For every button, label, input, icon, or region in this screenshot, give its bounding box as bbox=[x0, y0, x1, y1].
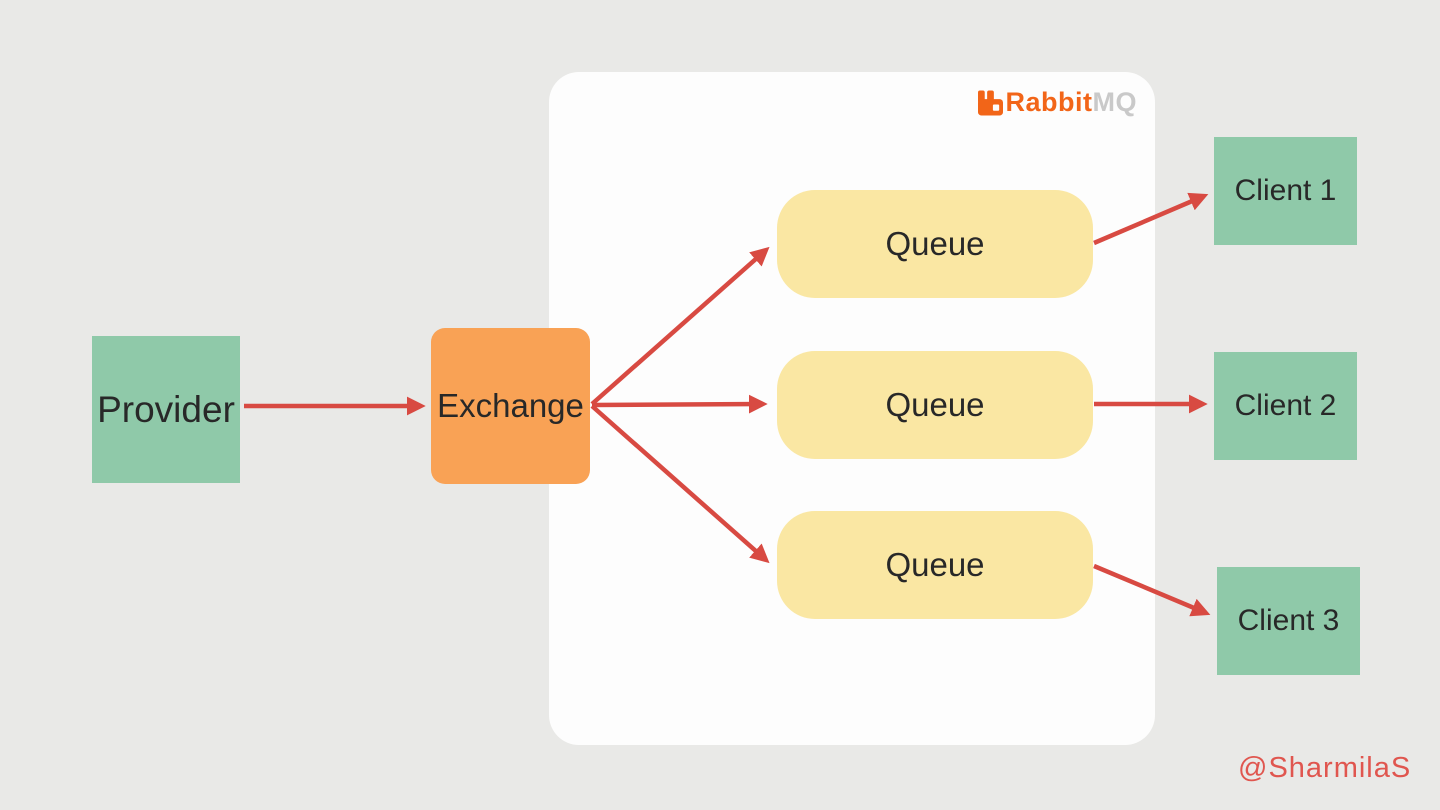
node-queue-1: Queue bbox=[777, 190, 1093, 298]
node-exchange-label: Exchange bbox=[437, 387, 584, 424]
node-client-1-label: Client 1 bbox=[1234, 174, 1337, 207]
node-exchange: Exchange bbox=[431, 328, 590, 484]
node-provider: Provider bbox=[92, 336, 240, 483]
node-client-1: Client 1 bbox=[1214, 137, 1357, 245]
rabbitmq-logo-icon bbox=[977, 90, 1003, 116]
node-client-2-label: Client 2 bbox=[1234, 389, 1337, 422]
node-provider-label: Provider bbox=[97, 388, 235, 430]
node-queue-3: Queue bbox=[777, 511, 1093, 619]
node-queue-3-label: Queue bbox=[885, 546, 985, 583]
node-queue-2: Queue bbox=[777, 351, 1093, 459]
brand-name-primary: Rabbit bbox=[1005, 87, 1093, 117]
node-client-3: Client 3 bbox=[1217, 567, 1360, 675]
node-client-3-label: Client 3 bbox=[1237, 604, 1340, 637]
rabbitmq-logo: RabbitMQ bbox=[977, 87, 1138, 118]
node-client-2: Client 2 bbox=[1214, 352, 1357, 460]
node-queue-2-label: Queue bbox=[885, 386, 985, 423]
brand-name-secondary: MQ bbox=[1092, 87, 1137, 117]
node-queue-1-label: Queue bbox=[885, 225, 985, 262]
author-watermark: @SharmilaS bbox=[1238, 752, 1412, 784]
brand-name: RabbitMQ bbox=[1006, 87, 1138, 118]
